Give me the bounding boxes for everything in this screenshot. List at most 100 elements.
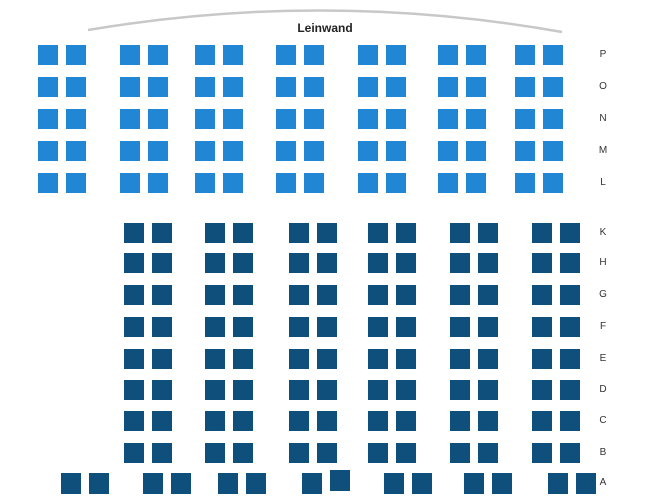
seat-K-1[interactable] <box>124 223 144 243</box>
seat-H-12[interactable] <box>560 253 580 273</box>
seat-H-4[interactable] <box>233 253 253 273</box>
seat-O-9[interactable] <box>358 77 378 97</box>
seat-G-2[interactable] <box>152 285 172 305</box>
seat-D-11[interactable] <box>532 380 552 400</box>
seat-K-11[interactable] <box>532 223 552 243</box>
seat-G-1[interactable] <box>124 285 144 305</box>
seat-E-11[interactable] <box>532 349 552 369</box>
seat-C-9[interactable] <box>450 411 470 431</box>
seat-G-9[interactable] <box>450 285 470 305</box>
seat-B-8[interactable] <box>396 443 416 463</box>
seat-K-2[interactable] <box>152 223 172 243</box>
seat-E-1[interactable] <box>124 349 144 369</box>
seat-N-12[interactable] <box>466 109 486 129</box>
seat-K-12[interactable] <box>560 223 580 243</box>
seat-L-8[interactable] <box>304 173 324 193</box>
seat-G-10[interactable] <box>478 285 498 305</box>
seat-N-14[interactable] <box>543 109 563 129</box>
seat-N-13[interactable] <box>515 109 535 129</box>
seat-H-2[interactable] <box>152 253 172 273</box>
seat-P-13[interactable] <box>515 45 535 65</box>
seat-A-5[interactable] <box>218 473 238 494</box>
seat-B-7[interactable] <box>368 443 388 463</box>
seat-P-11[interactable] <box>438 45 458 65</box>
seat-N-6[interactable] <box>223 109 243 129</box>
seat-C-8[interactable] <box>396 411 416 431</box>
seat-E-5[interactable] <box>289 349 309 369</box>
seat-A-12[interactable] <box>492 473 512 494</box>
seat-L-4[interactable] <box>148 173 168 193</box>
seat-E-10[interactable] <box>478 349 498 369</box>
seat-A-9[interactable] <box>384 473 404 494</box>
seat-F-9[interactable] <box>450 317 470 337</box>
seat-G-5[interactable] <box>289 285 309 305</box>
seat-L-14[interactable] <box>543 173 563 193</box>
seat-P-4[interactable] <box>148 45 168 65</box>
seat-H-1[interactable] <box>124 253 144 273</box>
seat-O-12[interactable] <box>466 77 486 97</box>
seat-G-8[interactable] <box>396 285 416 305</box>
seat-N-11[interactable] <box>438 109 458 129</box>
seat-E-8[interactable] <box>396 349 416 369</box>
seat-B-4[interactable] <box>233 443 253 463</box>
seat-C-5[interactable] <box>289 411 309 431</box>
seat-A-1[interactable] <box>61 473 81 494</box>
seat-H-11[interactable] <box>532 253 552 273</box>
seat-D-8[interactable] <box>396 380 416 400</box>
seat-M-1[interactable] <box>38 141 58 161</box>
seat-O-14[interactable] <box>543 77 563 97</box>
seat-C-2[interactable] <box>152 411 172 431</box>
seat-A-10[interactable] <box>412 473 432 494</box>
seat-N-4[interactable] <box>148 109 168 129</box>
seat-H-6[interactable] <box>317 253 337 273</box>
seat-N-9[interactable] <box>358 109 378 129</box>
seat-K-3[interactable] <box>205 223 225 243</box>
seat-A-8[interactable] <box>330 470 350 491</box>
seat-M-13[interactable] <box>515 141 535 161</box>
seat-H-8[interactable] <box>396 253 416 273</box>
seat-F-8[interactable] <box>396 317 416 337</box>
seat-G-12[interactable] <box>560 285 580 305</box>
seat-M-9[interactable] <box>358 141 378 161</box>
seat-L-9[interactable] <box>358 173 378 193</box>
seat-M-3[interactable] <box>120 141 140 161</box>
seat-P-3[interactable] <box>120 45 140 65</box>
seat-E-12[interactable] <box>560 349 580 369</box>
seat-A-11[interactable] <box>464 473 484 494</box>
seat-L-10[interactable] <box>386 173 406 193</box>
seat-P-14[interactable] <box>543 45 563 65</box>
seat-P-9[interactable] <box>358 45 378 65</box>
seat-M-4[interactable] <box>148 141 168 161</box>
seat-E-3[interactable] <box>205 349 225 369</box>
seat-C-10[interactable] <box>478 411 498 431</box>
seat-C-3[interactable] <box>205 411 225 431</box>
seat-O-11[interactable] <box>438 77 458 97</box>
seat-P-8[interactable] <box>304 45 324 65</box>
seat-E-2[interactable] <box>152 349 172 369</box>
seat-F-1[interactable] <box>124 317 144 337</box>
seat-E-7[interactable] <box>368 349 388 369</box>
seat-K-9[interactable] <box>450 223 470 243</box>
seat-H-9[interactable] <box>450 253 470 273</box>
seat-H-7[interactable] <box>368 253 388 273</box>
seat-L-3[interactable] <box>120 173 140 193</box>
seat-M-8[interactable] <box>304 141 324 161</box>
seat-B-11[interactable] <box>532 443 552 463</box>
seat-E-4[interactable] <box>233 349 253 369</box>
seat-N-8[interactable] <box>304 109 324 129</box>
seat-B-12[interactable] <box>560 443 580 463</box>
seat-A-3[interactable] <box>143 473 163 494</box>
seat-O-1[interactable] <box>38 77 58 97</box>
seat-B-3[interactable] <box>205 443 225 463</box>
seat-O-13[interactable] <box>515 77 535 97</box>
seat-E-9[interactable] <box>450 349 470 369</box>
seat-L-11[interactable] <box>438 173 458 193</box>
seat-L-1[interactable] <box>38 173 58 193</box>
seat-K-8[interactable] <box>396 223 416 243</box>
seat-A-2[interactable] <box>89 473 109 494</box>
seat-H-3[interactable] <box>205 253 225 273</box>
seat-N-5[interactable] <box>195 109 215 129</box>
seat-G-4[interactable] <box>233 285 253 305</box>
seat-H-10[interactable] <box>478 253 498 273</box>
seat-K-7[interactable] <box>368 223 388 243</box>
